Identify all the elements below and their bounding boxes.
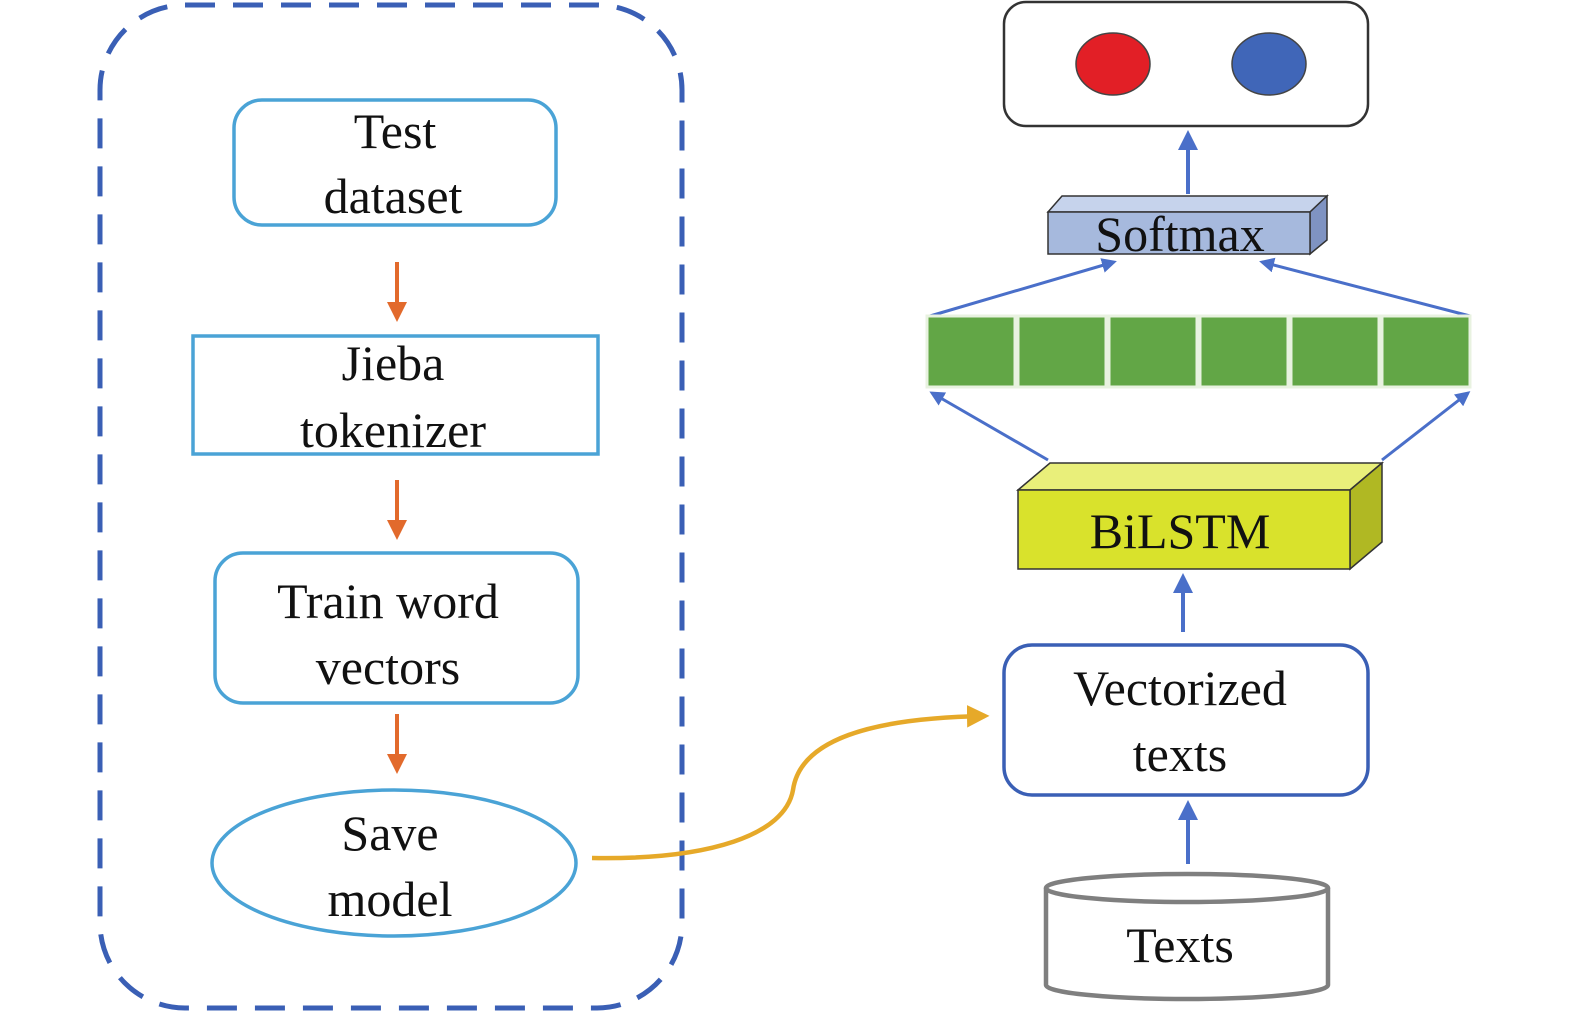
hidden-cell: [1380, 314, 1472, 389]
connector-save-to-vectorized: [591, 705, 990, 861]
bilstm-label: BiLSTM: [1090, 503, 1271, 559]
output-node: [1002, 0, 1370, 128]
arrow-bilstm-to-cells-right: [1381, 391, 1471, 462]
hidden-cell: [925, 314, 1017, 389]
hidden-state-cells: [925, 314, 1472, 389]
test-dataset-node: Test dataset: [232, 98, 558, 227]
arrow-bilstm-to-cells-left: [929, 391, 1049, 462]
hidden-cell: [1289, 314, 1381, 389]
texts-database: Texts: [1043, 871, 1331, 1002]
bilstm-layer: BiLSTM: [1015, 461, 1385, 571]
texts-label: Texts: [1126, 917, 1234, 973]
save-model-node: Save model: [210, 788, 578, 938]
train-label-line1: Train word: [277, 573, 499, 629]
test-dataset-label-line2: dataset: [324, 168, 463, 224]
training-pipeline-container: [97, 2, 685, 1011]
arrow-cells-left-to-softmax: [929, 258, 1117, 318]
vectorized-label-line2: texts: [1133, 726, 1227, 782]
output-dot-blue: [1231, 32, 1307, 96]
train-label-line2: vectors: [316, 639, 460, 695]
test-dataset-label-line1: Test: [354, 103, 437, 159]
jieba-tokenizer-node: Jieba tokenizer: [191, 334, 600, 458]
hidden-cell: [1016, 314, 1108, 389]
jieba-label-line2: tokenizer: [300, 402, 486, 458]
train-word-vectors-node: Train word vectors: [213, 551, 580, 705]
output-dot-red: [1075, 32, 1151, 96]
softmax-layer: Softmax: [1046, 194, 1329, 262]
save-label-line1: Save: [341, 805, 438, 861]
vectorized-texts-node: Vectorized texts: [1002, 643, 1370, 797]
save-label-line2: model: [328, 871, 453, 927]
hidden-cell: [1198, 314, 1290, 389]
arrow-cells-right-to-softmax: [1259, 257, 1471, 318]
vectorized-label-line1: Vectorized: [1073, 660, 1287, 716]
softmax-label: Softmax: [1095, 206, 1264, 262]
jieba-label-line1: Jieba: [342, 335, 445, 391]
hidden-cell: [1107, 314, 1199, 389]
